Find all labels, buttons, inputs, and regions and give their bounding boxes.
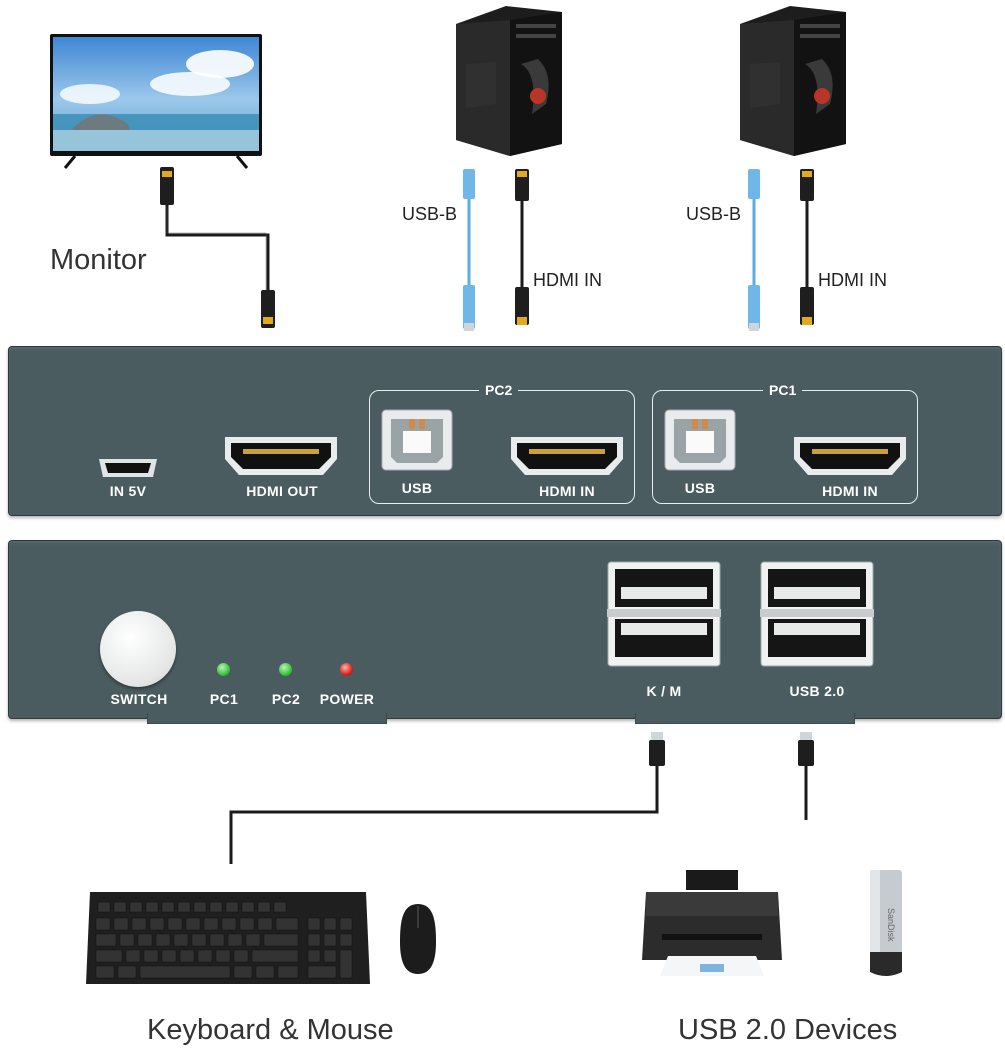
power-led-label: POWER — [319, 691, 375, 707]
monitor-label: Monitor — [50, 244, 147, 276]
pc2-tower — [456, 6, 562, 156]
pc1-usb-b-port — [664, 409, 736, 471]
monitor-hdmi-cable — [160, 167, 275, 328]
km-usb-ports — [607, 561, 721, 667]
mouse — [400, 904, 436, 974]
panel-foot-right — [635, 713, 855, 724]
usb2-ports — [760, 561, 874, 667]
power-port-label: IN 5V — [109, 483, 147, 499]
hdmi-out-port — [225, 437, 337, 475]
micro-usb-port — [99, 459, 157, 477]
pc1-hdmi-cable-label: HDMI IN — [818, 270, 887, 290]
pc1-led-label: PC1 — [209, 691, 239, 707]
usb-devices-label: USB 2.0 Devices — [678, 1014, 898, 1046]
pc2-cables — [463, 169, 529, 331]
km-usb-cable — [229, 732, 665, 864]
pc2-hdmi-label: HDMI IN — [539, 483, 595, 499]
flash-drive-brand: SanDisk — [886, 908, 896, 942]
pc2-group-title: PC2 — [479, 382, 519, 398]
pc2-led — [279, 663, 292, 676]
monitor — [50, 34, 262, 169]
pc2-hdmi-cable-label: HDMI IN — [533, 270, 602, 290]
pc1-hdmi-in-port — [794, 437, 906, 475]
keyboard — [86, 892, 370, 984]
power-led — [340, 663, 353, 676]
pc1-group-title: PC1 — [763, 382, 803, 398]
pc1-usb-label: USB — [684, 480, 716, 496]
usb-flash-drive: SanDisk — [870, 870, 902, 976]
front-panel: SWITCH PC1 PC2 POWER K / M USB 2.0 — [8, 540, 1002, 724]
usb2-cable — [798, 732, 814, 820]
pc2-usb-b-port — [381, 409, 453, 471]
keyboard-mouse-label: Keyboard & Mouse — [147, 1014, 394, 1046]
pc2-usb-label: USB — [401, 480, 433, 496]
km-port-label: K / M — [646, 683, 682, 699]
printer — [642, 870, 782, 976]
switch-label: SWITCH — [110, 691, 168, 707]
pc2-usb-cable-label: USB-B — [402, 204, 458, 224]
hdmi-out-label: HDMI OUT — [246, 483, 318, 499]
switch-button[interactable] — [100, 611, 176, 687]
pc1-tower — [740, 6, 846, 156]
panel-foot-left — [147, 713, 387, 724]
usb2-port-label: USB 2.0 — [789, 683, 845, 699]
monitor-image — [50, 34, 262, 169]
pc1-cables — [748, 169, 814, 331]
pc2-led-label: PC2 — [271, 691, 301, 707]
pc2-hdmi-in-port — [511, 437, 623, 475]
back-panel: IN 5V HDMI OUT PC2 USB HDMI IN PC1 USB H… — [8, 346, 1002, 516]
pc1-hdmi-label: HDMI IN — [822, 483, 878, 499]
pc1-led — [217, 663, 230, 676]
pc1-usb-cable-label: USB-B — [686, 204, 742, 224]
